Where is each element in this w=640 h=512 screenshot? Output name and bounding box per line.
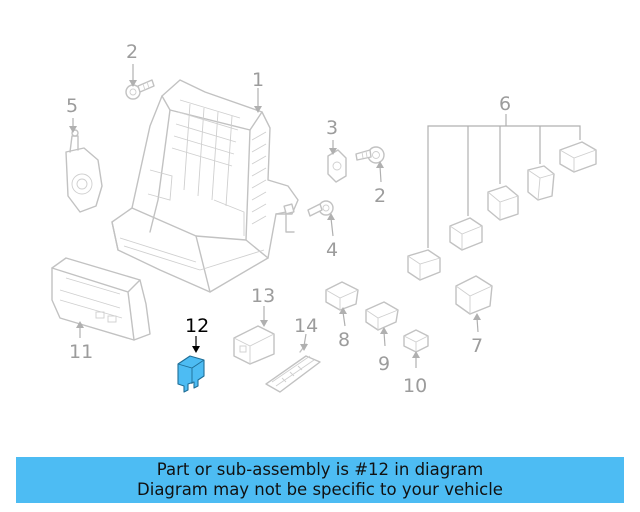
callout-10: 10 [403, 375, 427, 397]
callout-13: 13 [251, 285, 275, 307]
part-14-terminal-strip[interactable] [265, 343, 321, 393]
callout-6: 6 [499, 93, 511, 115]
part-9-clip[interactable] [365, 301, 399, 331]
parts-diagram: 1 2 2 3 4 5 6 7 8 9 10 11 12 13 14 [51, 41, 597, 397]
part-8-connector[interactable] [325, 281, 359, 311]
part-4-screw[interactable] [307, 200, 334, 217]
banner-line-1: Part or sub-assembly is #12 in diagram [156, 460, 484, 479]
part-1-fuse-box[interactable] [111, 79, 299, 293]
part-10-terminal[interactable] [403, 329, 429, 353]
part-2-bolt-right[interactable] [355, 146, 385, 164]
banner-line-2: Diagram may not be specific to your vehi… [137, 480, 503, 499]
callout-14: 14 [294, 315, 318, 337]
callout-2-top: 2 [126, 41, 138, 63]
part-3-nut[interactable] [327, 149, 347, 183]
part-12-fuse-highlighted[interactable] [177, 355, 205, 393]
part-13-connector[interactable] [233, 325, 275, 365]
part-11-control-module[interactable] [51, 257, 151, 341]
callout-4: 4 [326, 239, 338, 261]
part-7-relay[interactable] [455, 275, 493, 315]
callout-11: 11 [69, 341, 93, 363]
callout-9: 9 [378, 353, 390, 375]
callout-1: 1 [252, 69, 264, 91]
callout-3: 3 [326, 117, 338, 139]
part-6-relay-set[interactable] [407, 114, 597, 281]
info-banner: Part or sub-assembly is #12 in diagram D… [16, 457, 624, 503]
callout-5: 5 [66, 95, 78, 117]
part-2-bolt-top[interactable] [125, 79, 155, 100]
part-5-horn[interactable] [65, 129, 103, 213]
callout-7: 7 [471, 335, 483, 357]
callout-12: 12 [185, 315, 209, 337]
callout-8: 8 [338, 329, 350, 351]
callout-2-right: 2 [374, 185, 386, 207]
leader-lines [69, 64, 481, 368]
